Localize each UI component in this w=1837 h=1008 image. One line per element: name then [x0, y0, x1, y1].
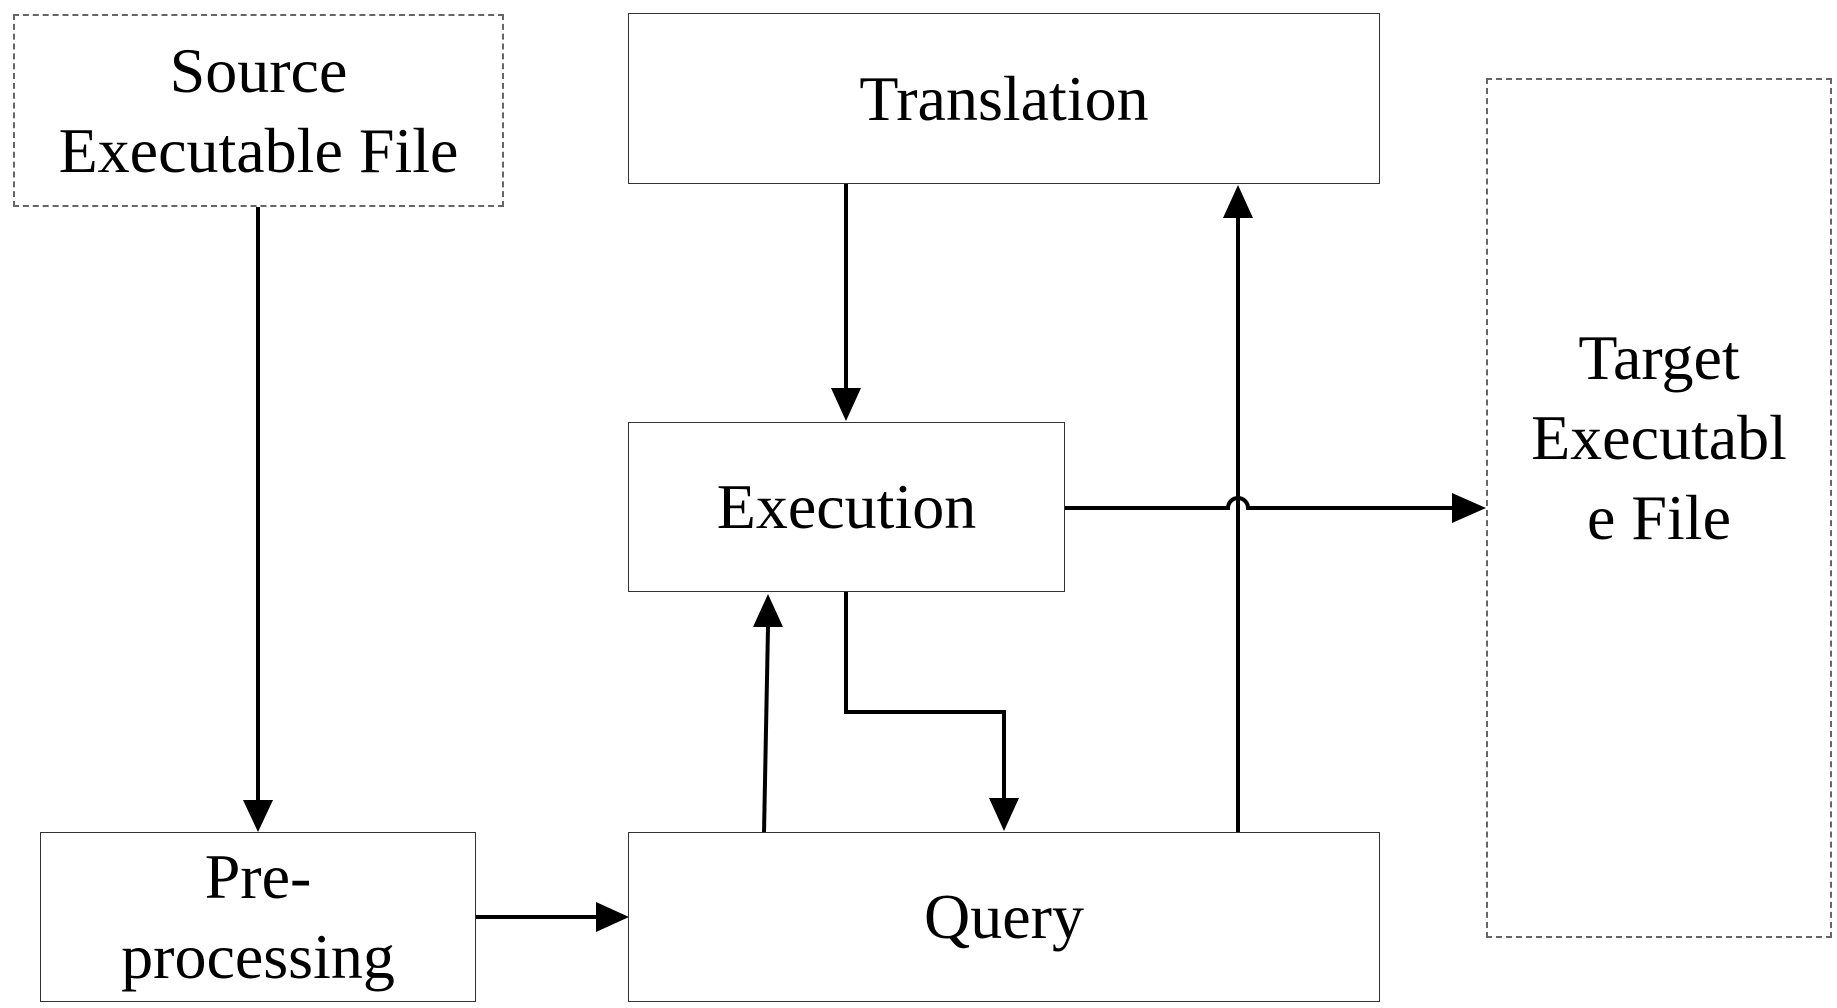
edge-execution-to-target [1064, 496, 1452, 510]
node-label-line: Executable File [58, 114, 459, 186]
node-query: Query [628, 832, 1380, 1002]
node-label: Target Executabl e File [1531, 318, 1787, 558]
node-label-line: e File [1587, 482, 1731, 553]
node-target-executable-file: Target Executabl e File [1486, 78, 1832, 938]
arrowhead-query-to-execution [753, 594, 783, 627]
edge-query-to-execution [762, 626, 770, 834]
node-label: Source Executable File [59, 31, 459, 191]
arrowhead-preprocessing-to-query [596, 902, 629, 932]
node-translation: Translation [628, 13, 1380, 184]
node-label-line: Target [1578, 322, 1740, 393]
arrowhead-query-to-translation [1223, 185, 1253, 218]
node-label-line: Execution [716, 471, 977, 542]
edge-execution-to-query [844, 592, 1006, 798]
node-source-executable-file: Source Executable File [13, 14, 504, 207]
node-preprocessing: Pre- processing [40, 832, 476, 1002]
arrowhead-execution-to-query [989, 798, 1019, 831]
node-label-line: Executabl [1531, 402, 1787, 473]
arrowhead-source-to-preprocessing [243, 800, 273, 832]
arrowhead-translation-to-execution [831, 388, 861, 421]
node-label: Execution [717, 467, 976, 547]
node-label: Pre- processing [121, 837, 395, 997]
node-label-line: Translation [859, 62, 1149, 134]
arrowhead-execution-to-target [1452, 493, 1486, 523]
node-execution: Execution [628, 422, 1065, 592]
node-label-line: Source [169, 34, 348, 106]
node-label: Translation [859, 59, 1148, 139]
node-label-line: processing [121, 921, 395, 992]
node-label-line: Query [924, 881, 1084, 952]
node-label: Query [924, 877, 1084, 957]
node-label-line: Pre- [204, 841, 312, 912]
